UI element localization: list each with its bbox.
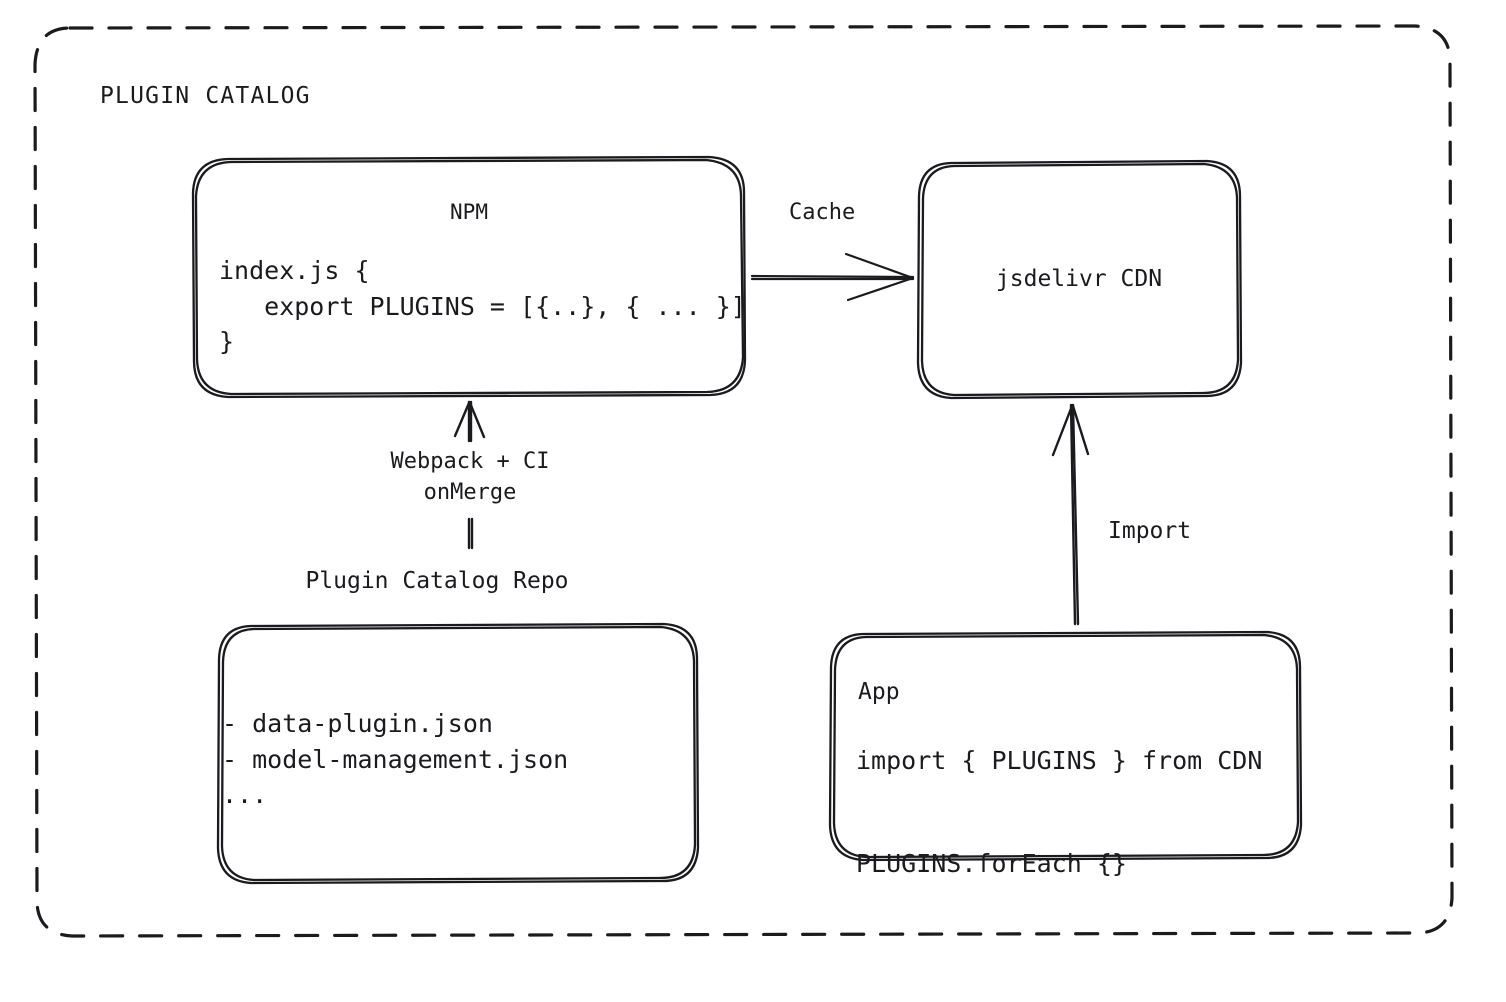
import-arrow (1051, 403, 1090, 626)
cache-edge-label: Cache (789, 200, 856, 225)
npm-node-code: index.js { export PLUGINS = [{..}, { ...… (219, 256, 746, 356)
webpack-ci-edge-label: Webpack + CI onMerge (390, 449, 550, 506)
cache-arrow (750, 252, 915, 302)
import-edge-label: Import (1108, 518, 1192, 544)
app-node-code: import { PLUGINS } from CDN PLUGINS.forE… (856, 746, 1263, 878)
app-node-title: App (858, 679, 900, 705)
repo-node-code: - data-plugin.json - model-management.js… (222, 709, 569, 809)
npm-node-title: NPM (450, 200, 488, 224)
repo-node-label: Plugin Catalog Repo (305, 568, 569, 594)
cdn-node-title: jsdelivr CDN (995, 266, 1163, 292)
page-title: PLUGIN CATALOG (100, 83, 311, 109)
